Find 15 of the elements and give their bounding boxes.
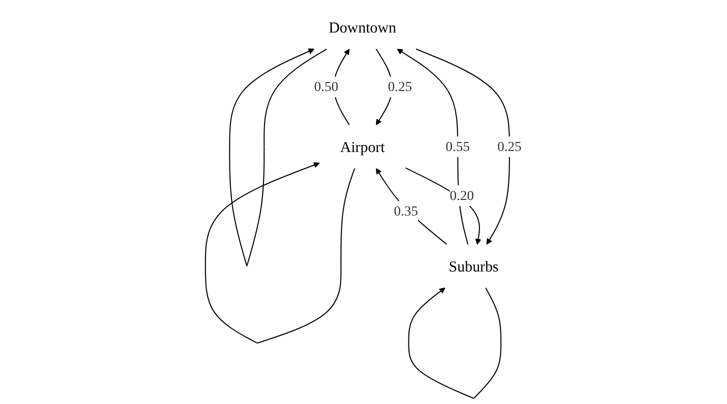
node-text: Airport xyxy=(340,138,385,156)
arrow xyxy=(408,288,502,399)
node-text: Downtown xyxy=(328,18,396,36)
arrow xyxy=(416,48,510,245)
edge-label: 0.25 xyxy=(388,79,412,95)
node-text: Suburbs xyxy=(448,257,499,275)
arrow xyxy=(204,162,356,344)
edge-label: 0.25 xyxy=(497,139,522,154)
edge-label: 0.35 xyxy=(394,204,418,219)
edge-label: 0.55 xyxy=(446,139,470,154)
arrow xyxy=(229,48,327,266)
edge-label: 0.50 xyxy=(314,79,338,95)
arrow xyxy=(376,168,448,245)
edge-label: 0.20 xyxy=(450,188,474,204)
arrow xyxy=(405,167,482,245)
